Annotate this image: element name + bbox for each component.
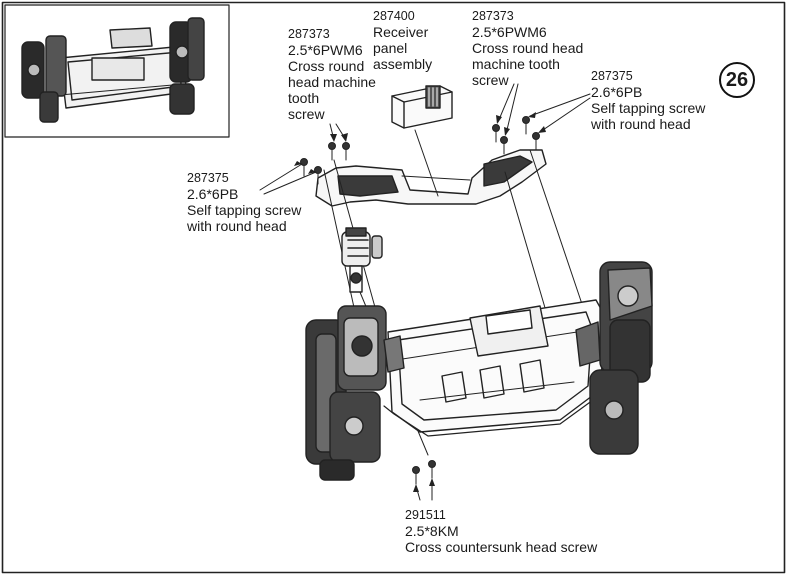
part-number: 287373 [288,27,330,41]
screw-countersunk-b [428,460,436,479]
description-line: Cross countersunk head screw [405,539,598,555]
inset-car-thumbnail [21,17,205,123]
screw-machine-right-b [500,136,508,155]
shock-absorber [341,227,383,293]
part-number: 287375 [187,171,229,185]
screw-tapping-right-a [522,116,530,135]
description-line: Self tapping screw [591,100,706,116]
description-line: tooth [288,90,320,106]
left-suspension-assembly [305,305,405,481]
callout-receiver-panel: 287400 Receiver panel assembly [373,8,432,72]
description-line: screw [288,106,325,122]
main-chassis [383,299,607,437]
callout-tapping-screw-left: 287375 2.6*6PB Self tapping screw with r… [187,170,301,234]
description-line: with round head [591,116,691,132]
part-size: 2.6*6PB [187,186,239,202]
top-plate [315,149,547,207]
screw-machine-right-a [492,124,500,143]
description-line: with round head [187,218,287,234]
screw-machine-left-a [328,142,336,161]
callout-tapping-screw-right: 287375 2.6*6PB Self tapping screw with r… [591,68,705,132]
description-line: assembly [373,56,433,72]
description-line: machine tooth [472,56,560,72]
callout-machine-screw-left: 287373 2.5*6PWM6 Cross round head machin… [288,26,376,122]
part-size: 2.5*6PWM6 [472,24,547,40]
screw-machine-left-b [342,142,350,161]
right-suspension-assembly [575,261,653,455]
description-line: Cross round head [472,40,584,56]
part-number: 287400 [373,9,415,23]
part-size: 2.6*6PB [591,84,643,100]
screw-top-left-a [300,158,308,177]
part-size: 2.5*6PWM6 [288,42,363,58]
description-line: panel [373,40,408,56]
screw-tapping-right-b [532,132,540,151]
description-line: Self tapping screw [187,202,302,218]
receiver-panel-box [391,85,453,129]
step-number-badge: 26 [719,62,755,98]
description-line: Receiver [373,24,429,40]
part-size: 2.5*8KM [405,523,459,539]
screws [300,116,540,485]
inset-frame [4,4,230,138]
part-number: 287375 [591,69,633,83]
description-line: head machine [288,74,376,90]
description-line: Cross round [288,58,365,74]
screw-countersunk-a [412,466,420,485]
callout-machine-screw-right: 287373 2.5*6PWM6 Cross round head machin… [472,8,583,88]
part-number: 287373 [472,9,514,23]
callout-countersunk-screw: 291511 2.5*8KM Cross countersunk head sc… [405,507,597,555]
description-line: screw [472,72,509,88]
leader-arrowheads [294,112,546,492]
part-number: 291511 [405,508,446,522]
